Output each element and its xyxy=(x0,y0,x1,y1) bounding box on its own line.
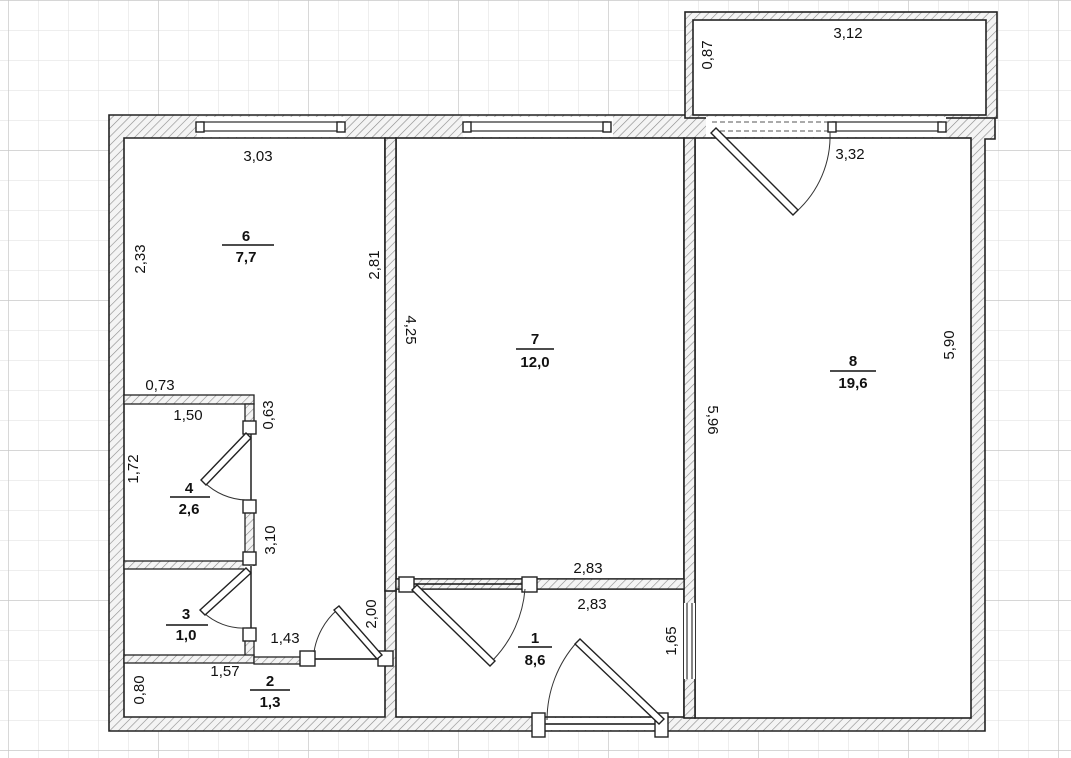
room-2-area: 1,3 xyxy=(260,694,281,711)
dim-room7-left: 4,25 xyxy=(402,315,419,344)
dim-room1-right: 1,65 xyxy=(663,626,680,655)
dim-room8-right: 5,90 xyxy=(941,330,958,359)
dim-room4-top: 1,50 xyxy=(173,407,202,424)
window-room6 xyxy=(195,117,346,137)
door-room4 xyxy=(200,420,257,514)
dim-hall-height: 2,00 xyxy=(363,599,380,628)
dim-room7-bottom: 2,83 xyxy=(573,560,602,577)
door-room3 xyxy=(198,551,257,642)
room-7-area: 12,0 xyxy=(520,354,549,371)
room-7-space xyxy=(395,137,685,580)
door-room7 xyxy=(398,576,538,667)
dim-room2-top: 1,57 xyxy=(210,663,239,680)
dim-hall-width: 1,43 xyxy=(270,630,299,647)
balcony-space xyxy=(692,19,987,116)
entrance-door xyxy=(531,638,669,738)
window-room8-room1 xyxy=(684,603,695,679)
partition-room2-top xyxy=(123,654,255,664)
dim-room6-top: 3,03 xyxy=(243,148,272,165)
door-balcony xyxy=(710,127,831,216)
door-room2 xyxy=(299,605,394,667)
room-2-number: 2 xyxy=(266,673,274,690)
balcony-opening xyxy=(706,117,947,137)
dim-room8-top: 3,32 xyxy=(835,146,864,163)
room-4-number: 4 xyxy=(185,480,194,497)
wall-room7-room1 xyxy=(395,578,685,590)
room-6-number: 6 xyxy=(242,228,250,245)
room-8-space xyxy=(694,137,972,719)
dim-corridor-height: 3,10 xyxy=(262,525,279,554)
dim-room4-left: 1,72 xyxy=(125,454,142,483)
window-room7 xyxy=(462,117,613,137)
dim-room8-left: 5,96 xyxy=(704,405,721,434)
room-8-area: 19,6 xyxy=(838,375,867,392)
dim-room2-left: 0,80 xyxy=(131,675,148,704)
dim-room6-left: 2,33 xyxy=(132,244,149,273)
room-3-area: 1,0 xyxy=(176,627,197,644)
partition-room6-bottom xyxy=(123,394,255,405)
dim-room1-top: 2,83 xyxy=(577,596,606,613)
dim-balcony-depth: 0,87 xyxy=(699,40,716,69)
dim-room6-step: 0,73 xyxy=(145,377,174,394)
wall-room7-room8 xyxy=(683,137,696,719)
room-7-number: 7 xyxy=(531,331,539,348)
wall-room6-room7 xyxy=(384,137,397,592)
room-6-area: 7,7 xyxy=(236,249,257,266)
dim-balcony-width: 3,12 xyxy=(833,25,862,42)
room-1-number: 1 xyxy=(531,630,539,647)
partition-room4-bottom xyxy=(123,560,255,570)
room-8-number: 8 xyxy=(849,353,857,370)
room-4-area: 2,6 xyxy=(179,501,200,518)
dim-room6-right: 2,81 xyxy=(366,250,383,279)
room-3-number: 3 xyxy=(182,606,190,623)
dim-room4-door-side: 0,63 xyxy=(260,400,277,429)
room-1-area: 8,6 xyxy=(525,652,546,669)
